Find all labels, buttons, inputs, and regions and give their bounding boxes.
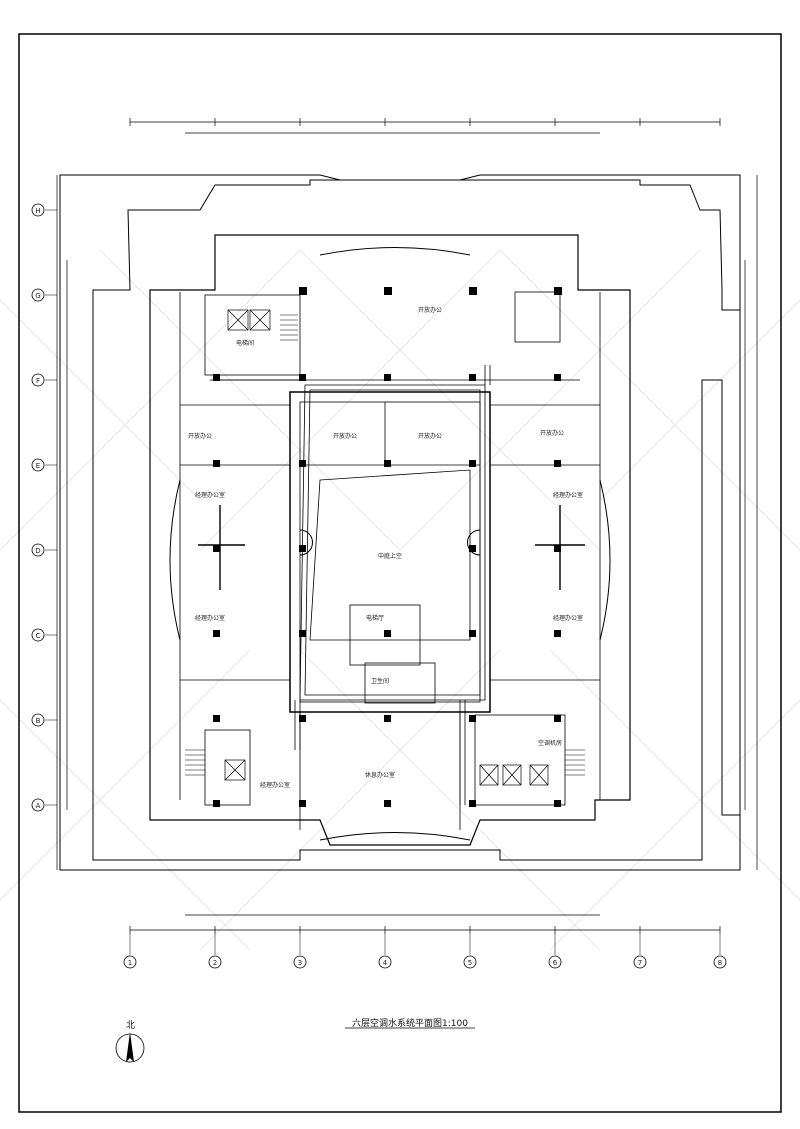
room-label: 经理办公室 — [553, 491, 583, 499]
dimension-lines — [56, 121, 758, 931]
grid-row-label: E — [36, 462, 40, 470]
grid-row-label: F — [36, 377, 40, 385]
grid-labels-rows: H G F E D C B A — [35, 207, 40, 810]
room-label: 经理办公室 — [195, 491, 225, 499]
grid-col-label: 5 — [468, 959, 472, 967]
grid-col-label: 6 — [553, 959, 558, 967]
grid-col-label: 3 — [298, 959, 302, 967]
partitions — [179, 291, 601, 830]
outer-outline — [59, 174, 741, 871]
stairs — [185, 314, 585, 776]
room-label: 空调机房 — [538, 739, 562, 747]
water-pipes — [210, 365, 491, 805]
curved-walls — [169, 247, 611, 841]
building-outline — [149, 234, 631, 846]
room-label: 经理办公室 — [553, 614, 583, 622]
grid-row-label: H — [35, 207, 40, 215]
grid-row-label: G — [35, 292, 40, 300]
room-label: 开放办公 — [418, 432, 442, 440]
dimension-ticks — [129, 118, 721, 934]
room-label: 卫生间 — [371, 677, 389, 685]
grid-col-label: 7 — [638, 959, 642, 967]
grid-row-label: A — [36, 802, 41, 810]
grid-row-label: D — [35, 547, 40, 555]
grid-axis-lines — [45, 209, 721, 955]
grid-col-label: 4 — [383, 959, 388, 967]
room-labels: 开放办公 开放办公 开放办公 开放办公 开放办公 经理办公室 经理办公室 经理办… — [188, 306, 583, 789]
north-label: 北 — [126, 1021, 136, 1031]
room-label: 开放办公 — [418, 306, 442, 314]
drawing-title: 六层空调水系统平面图1:100 — [352, 1019, 468, 1029]
room-label: 经理办公室 — [260, 781, 290, 789]
grid-col-label: 1 — [128, 959, 132, 967]
room-label: 休息办公室 — [365, 771, 395, 779]
grid-row-label: C — [36, 632, 41, 640]
atrium-void — [309, 469, 471, 641]
room-label: 开放办公 — [540, 429, 564, 437]
structural-columns — [213, 287, 562, 807]
elevator-shafts — [224, 309, 549, 786]
room-label: 电梯厅 — [366, 614, 384, 622]
grid-bubbles-rows — [31, 203, 45, 812]
room-label: 经理办公室 — [195, 614, 225, 622]
grid-labels-columns: 1 2 3 4 5 6 7 8 — [128, 959, 722, 967]
room-label: 开放办公 — [188, 432, 212, 440]
grid-col-label: 8 — [718, 959, 722, 967]
grid-col-label: 2 — [213, 959, 217, 967]
fan-coil-units — [198, 505, 585, 590]
atrium-wall — [289, 391, 491, 713]
grid-bubbles-columns — [123, 955, 727, 969]
grid-row-label: B — [36, 717, 41, 725]
atrium-inner — [299, 401, 481, 703]
room-label: 中庭上空 — [378, 552, 402, 560]
north-arrow-icon — [115, 1032, 145, 1063]
sheet-border — [18, 33, 782, 1113]
site-boundary — [92, 179, 741, 861]
room-label: 电梯间 — [236, 339, 254, 347]
room-label: 开放办公 — [333, 432, 357, 440]
